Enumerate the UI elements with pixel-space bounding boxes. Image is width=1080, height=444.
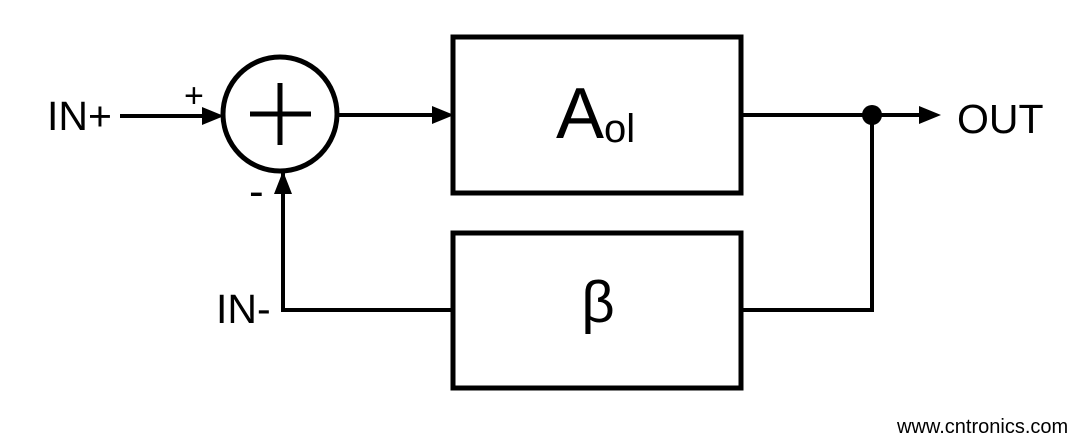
minus-sign-label: -	[249, 167, 264, 216]
plus-sign-label: +	[184, 77, 204, 115]
feedback-block-label: β	[581, 270, 614, 335]
forward-gain-label-main: A	[556, 74, 604, 154]
input-positive-label: IN+	[47, 93, 112, 139]
watermark-text: www.cntronics.com	[896, 416, 1068, 438]
arrowhead-into-summing-junction-bottom	[274, 171, 292, 194]
arrowhead-into-summing-junction	[202, 107, 224, 125]
arrowhead-into-forward-block	[432, 106, 454, 124]
feedback-block	[450, 230, 744, 391]
input-negative-label: IN-	[216, 286, 271, 332]
forward-gain-label-subscript: ol	[604, 107, 635, 151]
output-label: OUT	[957, 96, 1044, 142]
arrowhead-output	[919, 106, 941, 124]
